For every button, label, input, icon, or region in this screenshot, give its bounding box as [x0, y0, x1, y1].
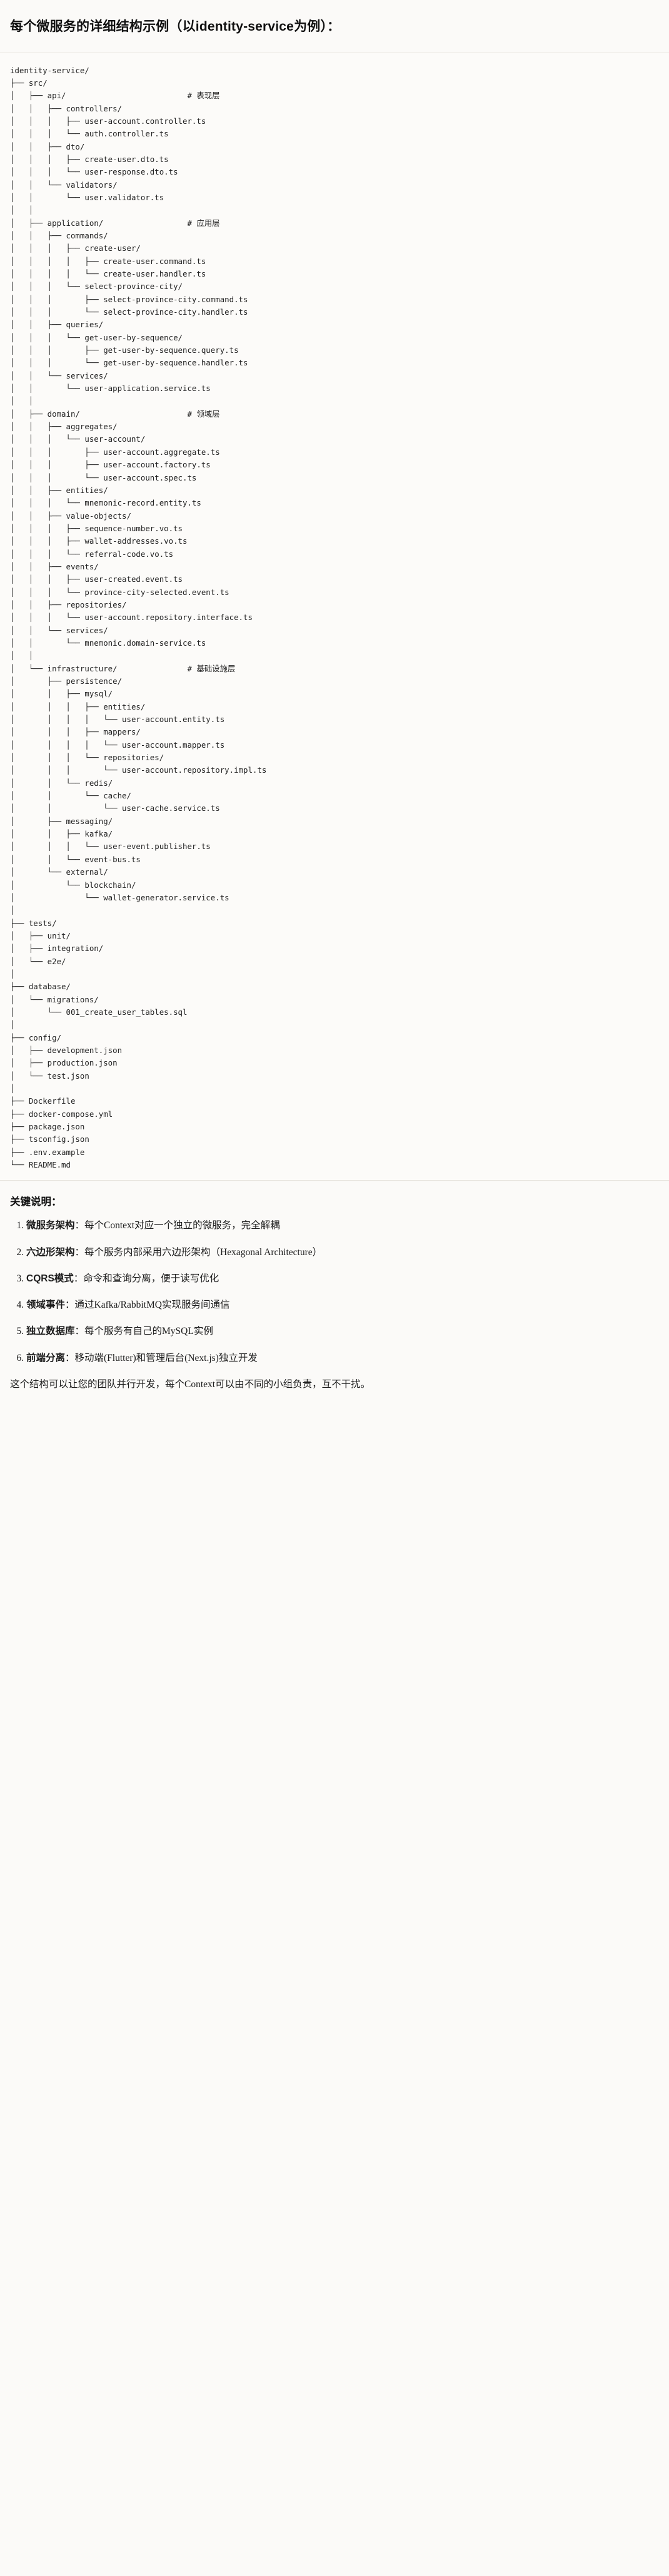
directory-tree-block: identity-service/ ├── src/ │ ├── api/ # …	[0, 53, 669, 1181]
key-point-term: 微服务架构	[26, 1220, 75, 1231]
key-point-item: CQRS模式：命令和查询分离，便于读写优化	[26, 1271, 659, 1286]
directory-tree: identity-service/ ├── src/ │ ├── api/ # …	[10, 65, 267, 1170]
key-point-desc: ：每个Context对应一个独立的微服务，完全解耦	[74, 1220, 280, 1231]
key-point-item: 六边形架构：每个服务内部采用六边形架构（Hexagonal Architectu…	[26, 1245, 659, 1260]
tree-divider	[0, 1180, 669, 1181]
key-point-desc: ：命令和查询分离，便于读写优化	[73, 1273, 219, 1284]
key-point-term: 独立数据库	[26, 1326, 75, 1337]
key-points-list: 微服务架构：每个Context对应一个独立的微服务，完全解耦 六边形架构：每个服…	[10, 1218, 659, 1365]
key-points-heading: 关键说明：	[10, 1196, 62, 1208]
key-point-desc: ：每个服务内部采用六边形架构（Hexagonal Architecture）	[74, 1246, 323, 1258]
page-title: 每个微服务的详细结构示例（以identity-service为例）：	[10, 19, 341, 34]
key-point-desc: ：移动端(Flutter)和管理后台(Next.js)独立开发	[65, 1352, 258, 1363]
key-point-item: 独立数据库：每个服务有自己的MySQL实例	[26, 1324, 659, 1338]
key-point-term: 六边形架构	[26, 1246, 75, 1258]
key-points-section: 关键说明： 微服务架构：每个Context对应一个独立的微服务，完全解耦 六边形…	[0, 1181, 669, 1403]
closing-paragraph: 这个结构可以让您的团队并行开发，每个Context可以由不同的小组负责，互不干扰…	[10, 1378, 371, 1390]
key-point-desc: ：每个服务有自己的MySQL实例	[74, 1326, 213, 1337]
key-point-item: 前端分离：移动端(Flutter)和管理后台(Next.js)独立开发	[26, 1351, 659, 1365]
key-point-item: 微服务架构：每个Context对应一个独立的微服务，完全解耦	[26, 1218, 659, 1233]
key-point-term: CQRS模式	[26, 1273, 74, 1284]
key-point-item: 领域事件：通过Kafka/RabbitMQ实现服务间通信	[26, 1298, 659, 1312]
key-point-desc: ：通过Kafka/RabbitMQ实现服务间通信	[65, 1300, 230, 1311]
key-point-term: 领域事件	[26, 1300, 66, 1311]
key-point-term: 前端分离	[26, 1352, 66, 1363]
document-page: 每个微服务的详细结构示例（以identity-service为例）： ident…	[0, 9, 669, 1404]
